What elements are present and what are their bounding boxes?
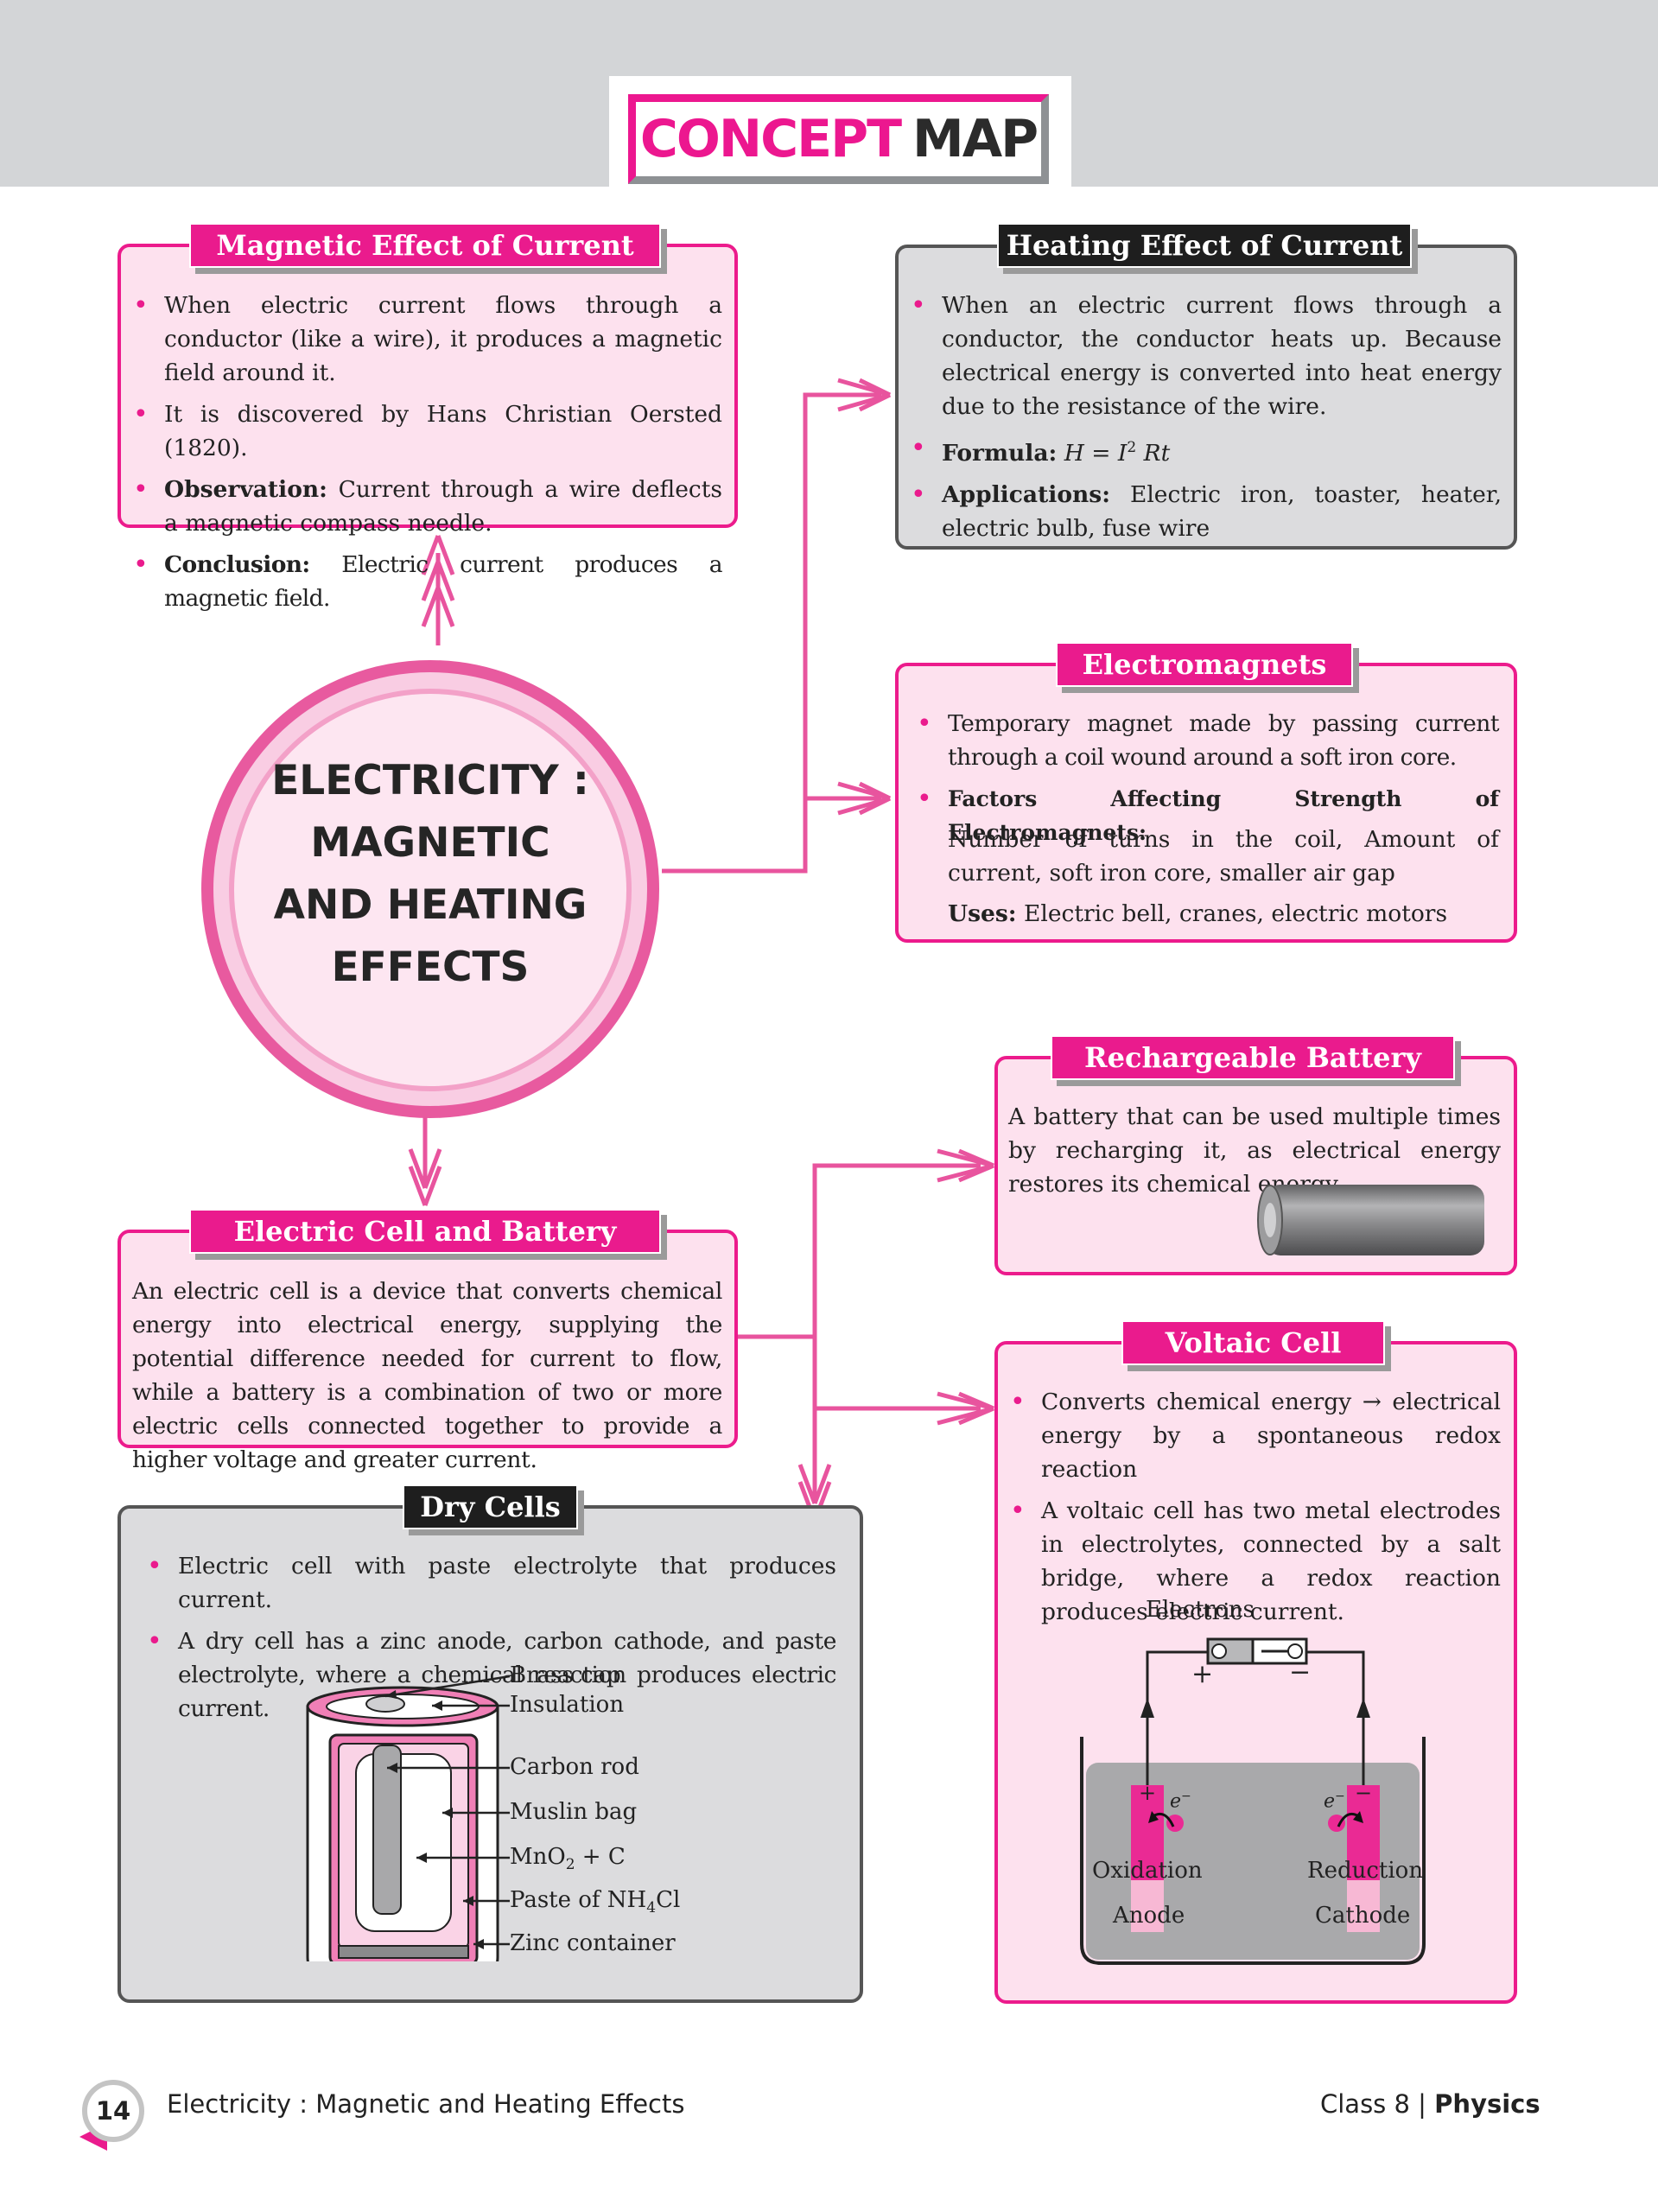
list-item: Conclusion: Electric current produces a … (131, 548, 723, 615)
electrons-label: Electrons (1146, 1597, 1255, 1623)
voltaic-cell-diagram (1080, 1637, 1426, 1965)
heating-effect-list: When an electric current flows through a… (909, 289, 1502, 553)
list-item: Applications: Electric iron, toaster, he… (909, 478, 1502, 545)
dry-cells-list: Electric cell with paste electrolyte tha… (145, 1549, 836, 1733)
cathode-label: Cathode (1315, 1903, 1411, 1929)
list-item: When an electric current flows through a… (909, 289, 1502, 423)
cathode-minus-label: − (1355, 1781, 1373, 1805)
dry-cell-diagram (306, 1675, 511, 1961)
list-item: Electric cell with paste electrolyte tha… (145, 1549, 836, 1617)
electromagnets-list: Temporary magnet made by passing current… (915, 707, 1500, 857)
title-concept: CONCEPT (639, 109, 902, 169)
list-item: Converts chemical energy → electrical en… (1008, 1385, 1501, 1486)
electron-left-label: e− (1170, 1789, 1191, 1813)
minus-terminal-label: − (1289, 1657, 1312, 1688)
voltaic-cell-title: Voltaic Cell (1121, 1320, 1385, 1365)
muslin-bag-label: Muslin bag (510, 1799, 638, 1825)
list-item: Factors Affecting Strength of Electromag… (915, 782, 1499, 849)
insulation-label: Insulation (510, 1692, 625, 1718)
electron-right-label: e− (1324, 1789, 1345, 1813)
list-item: A dry cell has a zinc anode, carbon cath… (145, 1624, 836, 1726)
electromagnets-factors: Number of turns in the coil, Amount of c… (948, 826, 1499, 887)
rechargeable-battery-title: Rechargeable Battery (1051, 1035, 1455, 1080)
carbon-rod-label: Carbon rod (510, 1754, 639, 1780)
voltaic-cell-list: Converts chemical energy → electrical en… (1008, 1385, 1501, 1637)
paste-label: Paste of NH4Cl (510, 1887, 681, 1917)
list-item: When electric current flows through a co… (131, 289, 722, 390)
battery-image (1257, 1185, 1484, 1255)
heating-effect-title: Heating Effect of Current (997, 223, 1412, 268)
list-item: A voltaic cell has two metal electrodes … (1008, 1494, 1501, 1629)
title-map: MAP (912, 109, 1039, 169)
list-item: It is discovered by Hans Christian Oerst… (131, 397, 722, 465)
footer-class: Class 8 | Physics (1320, 2089, 1540, 2119)
footer-chapter: Electricity : Magnetic and Heating Effec… (167, 2089, 685, 2119)
plus-terminal-label: + (1191, 1659, 1214, 1689)
central-topic-text: ELECTRICITY : MAGNETIC AND HEATING EFFEC… (271, 757, 589, 991)
electric-cell-title: Electric Cell and Battery (189, 1209, 661, 1254)
reduction-label: Reduction (1307, 1858, 1424, 1884)
dry-cells-title: Dry Cells (403, 1484, 578, 1529)
magnetic-effect-title: Magnetic Effect of Current (189, 223, 661, 268)
electromagnets-uses: Uses: Electric bell, cranes, electric mo… (948, 900, 1448, 927)
oxidation-label: Oxidation (1092, 1858, 1203, 1884)
central-topic-inner (229, 689, 632, 1091)
list-item: Formula: H = I2 Rt (909, 431, 1502, 470)
anode-label: Anode (1113, 1903, 1185, 1929)
mno2-label: MnO2 + C (510, 1844, 626, 1874)
list-item: Temporary magnet made by passing current… (915, 707, 1500, 774)
electromagnets-title: Electromagnets (1056, 642, 1353, 687)
list-item: Observation: Current through a wire defl… (131, 473, 722, 540)
brass-cap-label: Brass cap (510, 1662, 621, 1688)
electric-cell-box (118, 1230, 738, 1448)
zinc-container-label: Zinc container (510, 1930, 676, 1956)
anode-plus-label: + (1139, 1781, 1157, 1805)
electric-cell-text: An electric cell is a device that conver… (132, 1278, 722, 1473)
magnetic-effect-list: When electric current flows through a co… (131, 289, 723, 623)
page-number: 14 (82, 2080, 144, 2142)
